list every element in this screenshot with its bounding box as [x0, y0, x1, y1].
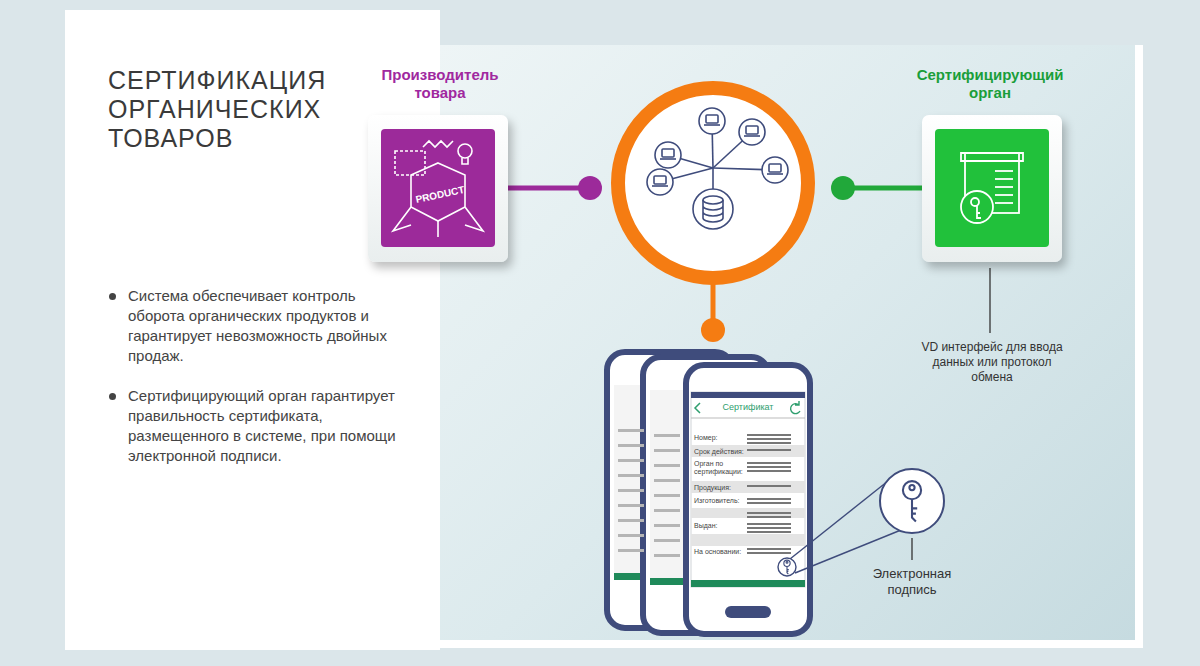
interface-note: VD интерфейс для ввода данных или проток…: [918, 340, 1066, 385]
field-label: Номер:: [694, 434, 746, 442]
icon: [935, 129, 1049, 247]
bullet-dot: [109, 293, 116, 300]
bullet-text: Сертифицирующий орган гарантирует правил…: [128, 386, 400, 466]
bullet-text: Система обеспечивает контроль оборота ор…: [128, 286, 400, 366]
signature-label: Электронная подпись: [852, 566, 972, 598]
node-certifier: Сертифицирующий орган: [900, 62, 1080, 272]
icon: [381, 129, 495, 247]
field-label: Орган по сертификации:: [694, 460, 746, 476]
slide-title: СЕРТИФИКАЦИЯ ОРГАНИЧЕСКИХ ТОВАРОВ: [108, 66, 358, 153]
node-heading: Сертифицирующий орган: [900, 66, 1080, 102]
icon-square: [381, 129, 495, 247]
icon-square: [935, 129, 1049, 247]
field-label: На основании:: [694, 548, 746, 556]
field-label: Продукция:: [694, 484, 746, 492]
bullet-dot: [109, 393, 116, 400]
field-label: Выдан:: [694, 522, 746, 530]
field-label: Срок действия:: [694, 448, 746, 456]
node-heading: Производитель товара: [355, 66, 525, 102]
node-producer: Производитель товараPRODUCT: [355, 62, 525, 272]
network-circle: [618, 88, 808, 278]
field-label: Изготовитель:: [694, 497, 746, 505]
phone-screen: СертификатНомер: Срок действия: Орган по с…: [683, 362, 813, 637]
card: [922, 115, 1062, 262]
screen-title: Сертификат: [703, 402, 793, 413]
